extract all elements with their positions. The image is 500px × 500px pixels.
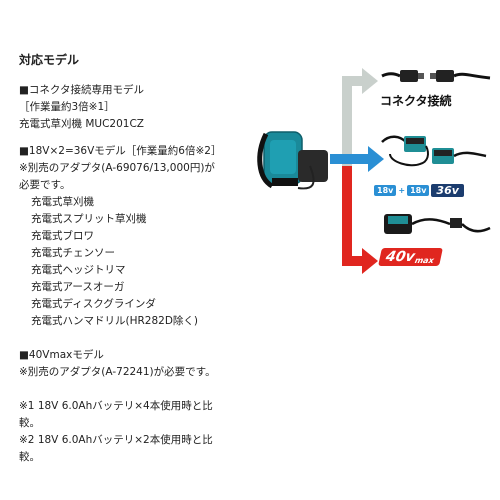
dual-battery-adapter-image xyxy=(381,135,487,167)
footnote-2: ※2 18V 6.0Ahバッテリ×2本使用時と比 xyxy=(19,434,213,446)
list-item: 充電式ハンマドリル(HR282D除く) xyxy=(31,315,199,327)
list-item: 充電式チェンソー xyxy=(31,247,115,259)
dual-note-2: 必要です。 xyxy=(19,179,71,191)
connector-heading: ■コネクタ接続専用モデル xyxy=(19,84,145,96)
text-column: 対応モデル ■コネクタ接続専用モデル ［作業量約3倍※1］ 充電式草刈機 MUC… xyxy=(19,52,259,466)
connector-plugs-image xyxy=(381,70,491,82)
badge-18b: 18v xyxy=(407,185,430,196)
footnote-1: ※1 18V 6.0Ahバッテリ×4本使用時と比 xyxy=(19,400,213,412)
connector-label: コネクタ接続 xyxy=(380,94,452,108)
badge-36: 36v xyxy=(431,184,464,197)
badge-40vmax: 40v max xyxy=(378,248,443,266)
badge-max: max xyxy=(413,256,435,265)
footnote-1-end: 較。 xyxy=(19,417,40,429)
diagram-svg xyxy=(257,68,491,274)
section-title: 対応モデル xyxy=(19,53,80,67)
dual-note: ※別売のアダプタ(A-69076/13,000円)が xyxy=(19,162,215,174)
dual-heading: ■18V×2=36Vモデル［作業量約6倍※2］ xyxy=(19,145,222,157)
badge-plus: + xyxy=(398,186,406,195)
list-item: 充電式ディスクグラインダ xyxy=(31,298,156,310)
list-item: 充電式草刈機 xyxy=(31,196,94,208)
list-item: 充電式ブロワ xyxy=(31,230,94,242)
gray-arrow xyxy=(342,68,378,170)
list-item: 充電式スプリット草刈機 xyxy=(31,213,147,225)
badge-40v: 40v xyxy=(384,249,417,265)
badge-18-36: 18v + 18v 36v xyxy=(374,184,464,197)
badge-18: 18v xyxy=(374,185,397,196)
max40-note: ※別売のアダプタ(A-72241)が必要です。 xyxy=(19,366,216,378)
max40-heading: ■40Vmaxモデル xyxy=(19,349,104,361)
backpack-power-unit-image xyxy=(257,131,328,190)
40v-battery-adapter-image xyxy=(384,214,491,234)
red-arrow xyxy=(342,166,378,274)
footnote-2-end: 較。 xyxy=(19,451,40,463)
list-item: 充電式アースオーガ xyxy=(31,281,125,293)
connector-model: 充電式草刈機 MUC201CZ xyxy=(19,118,144,130)
list-item: 充電式ヘッジトリマ xyxy=(31,264,126,276)
connector-work: ［作業量約3倍※1］ xyxy=(19,101,115,113)
blue-arrow xyxy=(330,146,384,172)
compatibility-diagram: コネクタ接続 18v + 18v 36v 40v max xyxy=(250,58,500,288)
